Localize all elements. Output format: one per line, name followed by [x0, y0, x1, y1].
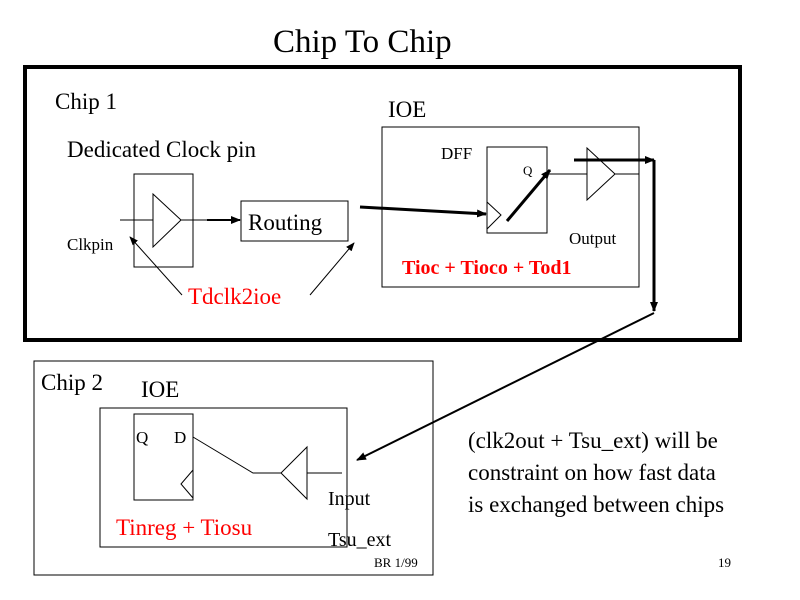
chip1-box	[23, 65, 742, 342]
tdclk-pointer-left	[129, 236, 183, 296]
chip1-label: Chip 1	[55, 89, 117, 114]
input-label: Input	[328, 488, 371, 510]
chip1-q-label: Q	[523, 163, 533, 178]
chip2-label: Chip 2	[41, 370, 103, 395]
routing-box	[240, 200, 349, 242]
footer-author-date: BR 1/99	[374, 555, 418, 570]
constraint-note: (clk2out + Tsu_ext) will be constraint o…	[468, 425, 724, 521]
chip2-ioe-box	[99, 407, 348, 548]
output-timing-label: Tioc + Tioco + Tod1	[402, 257, 572, 279]
tdclk-pointer-right	[309, 242, 355, 296]
note-line: (clk2out + Tsu_ext) will be	[468, 428, 718, 453]
chip2-q-label: Q	[136, 428, 149, 447]
output-label: Output	[569, 229, 617, 248]
slide-title: Chip To Chip	[273, 24, 452, 60]
chip2-dff-box	[133, 413, 194, 501]
dff-label: DFF	[441, 144, 473, 163]
chip1-dff-box	[486, 146, 548, 234]
output-buffer-icon	[586, 146, 616, 202]
board-trace-arrow	[356, 312, 655, 461]
page-number: 19	[718, 555, 731, 570]
note-line: is exchanged between chips	[468, 492, 725, 517]
chip2-ioe-label: IOE	[141, 377, 180, 402]
chip2-box	[33, 360, 434, 576]
input-timing-label: Tinreg + Tiosu	[116, 515, 253, 540]
chip1-dff-clock-icon	[486, 201, 502, 230]
routing-label: Routing	[248, 210, 323, 235]
clkpin-label: Clkpin	[67, 235, 114, 254]
chip2-dff-clock-icon	[180, 469, 194, 499]
input-to-d-wire	[192, 436, 281, 474]
chip1-ioe-box	[381, 126, 640, 288]
input-buffer-icon	[280, 445, 308, 501]
chip1-ioe-label: IOE	[388, 97, 427, 122]
tsu-ext-label: Tsu_ext	[328, 529, 392, 551]
note-line: constraint on how fast data	[468, 460, 716, 485]
dedicated-clock-label: Dedicated Clock pin	[67, 137, 257, 162]
clk-to-q-arrow	[505, 169, 552, 222]
clock-buffer-icon	[152, 192, 182, 249]
routing-to-dff-arrow	[359, 205, 487, 218]
tdclk2ioe-label: Tdclk2ioe	[188, 284, 282, 309]
chip2-d-label: D	[174, 428, 187, 447]
